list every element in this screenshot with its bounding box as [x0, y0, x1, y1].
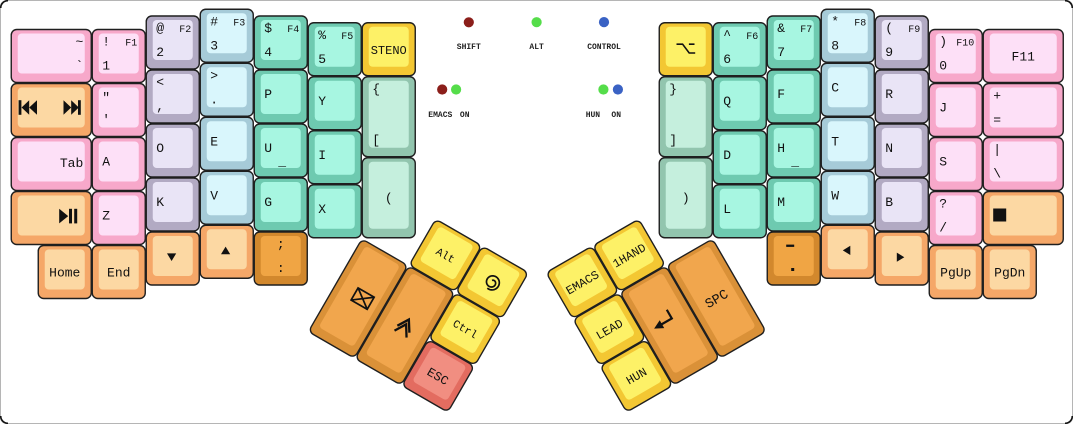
svg-text:A: A: [102, 155, 110, 170]
svg-text:F1: F1: [125, 39, 137, 50]
svg-text:(: (: [885, 21, 893, 36]
svg-text:N: N: [885, 141, 893, 156]
svg-text:$: $: [264, 21, 272, 36]
svg-text:F2: F2: [179, 25, 191, 36]
svg-text:O: O: [156, 141, 164, 156]
svg-text:PgUp: PgUp: [940, 266, 971, 281]
svg-text:P: P: [264, 87, 272, 102]
svg-text:F8: F8: [854, 18, 866, 29]
svg-text:Home: Home: [49, 266, 80, 281]
svg-text:ON: ON: [611, 111, 621, 120]
svg-text:STENO: STENO: [371, 44, 407, 58]
svg-text:F7: F7: [800, 25, 812, 36]
svg-text:L: L: [723, 202, 731, 217]
svg-text:,: ,: [156, 99, 164, 114]
svg-text:#: #: [210, 14, 218, 29]
svg-text:D: D: [723, 148, 731, 163]
svg-text:': ': [102, 113, 110, 128]
svg-text:*: *: [831, 14, 839, 29]
svg-text:(: (: [385, 191, 393, 206]
svg-text:V: V: [210, 188, 218, 203]
svg-text:+: +: [993, 89, 1001, 104]
svg-text:ON: ON: [460, 111, 470, 120]
svg-text:I: I: [318, 148, 326, 163]
svg-text:6: 6: [723, 52, 731, 67]
svg-text:4: 4: [264, 45, 272, 60]
svg-text:T: T: [831, 134, 839, 149]
svg-text:M: M: [777, 195, 785, 210]
svg-text:R: R: [885, 87, 893, 102]
svg-text:!: !: [102, 35, 110, 50]
svg-text:F: F: [777, 87, 785, 102]
svg-text:;: ;: [277, 237, 285, 252]
svg-text:H: H: [777, 141, 785, 156]
svg-text:End: End: [107, 266, 130, 281]
svg-text:&: &: [777, 21, 785, 36]
svg-text:HUN: HUN: [586, 111, 601, 120]
svg-text:<: <: [156, 75, 164, 90]
svg-text:F6: F6: [746, 32, 758, 43]
svg-text:): ): [682, 191, 690, 206]
svg-text:C: C: [831, 80, 839, 95]
svg-text:\: \: [993, 167, 1001, 182]
svg-text:|: |: [993, 143, 1001, 158]
svg-text:0: 0: [939, 59, 947, 74]
svg-text:~: ~: [75, 35, 83, 50]
svg-text:U: U: [264, 141, 272, 156]
svg-text:/: /: [939, 221, 947, 236]
svg-text:1: 1: [102, 59, 110, 74]
svg-text:W: W: [831, 188, 839, 203]
svg-text:_: _: [790, 154, 799, 169]
svg-text:5: 5: [318, 52, 326, 67]
svg-text::: :: [277, 261, 285, 276]
svg-text:E: E: [210, 134, 218, 149]
svg-text:): ): [939, 35, 947, 50]
svg-text:`: `: [75, 59, 83, 74]
svg-text:}: }: [669, 82, 677, 97]
svg-text:Tab: Tab: [60, 156, 83, 171]
svg-text:F11: F11: [1012, 50, 1036, 65]
svg-text:2: 2: [156, 45, 164, 60]
svg-text:7: 7: [777, 45, 785, 60]
svg-text:?: ?: [939, 197, 947, 212]
svg-text:F3: F3: [233, 18, 245, 29]
svg-text:PgDn: PgDn: [994, 266, 1025, 281]
svg-text:8: 8: [831, 38, 839, 53]
svg-text:=: =: [993, 113, 1001, 128]
svg-text:.: .: [210, 92, 218, 107]
svg-text:J: J: [939, 101, 947, 116]
svg-text:F9: F9: [908, 25, 920, 36]
svg-text:ALT: ALT: [529, 43, 544, 52]
svg-text:3: 3: [210, 38, 218, 53]
svg-text:CONTROL: CONTROL: [587, 43, 621, 52]
svg-text:S: S: [939, 155, 947, 170]
svg-text:EMACS: EMACS: [428, 111, 452, 120]
svg-text:Q: Q: [723, 94, 731, 109]
svg-text:B: B: [885, 195, 893, 210]
svg-text:Y: Y: [318, 94, 326, 109]
svg-text:Z: Z: [102, 209, 110, 224]
svg-text:[: [: [372, 133, 380, 148]
svg-text:_: _: [277, 154, 286, 169]
svg-text:]: ]: [669, 133, 677, 148]
svg-text:K: K: [156, 195, 164, 210]
svg-text:F4: F4: [287, 25, 299, 36]
svg-text:G: G: [264, 195, 272, 210]
svg-text:^: ^: [723, 28, 731, 43]
svg-text:@: @: [156, 21, 164, 36]
svg-text:F5: F5: [341, 32, 353, 43]
svg-text:X: X: [318, 202, 326, 217]
svg-text:>: >: [210, 68, 218, 83]
svg-text:%: %: [318, 28, 326, 43]
svg-text:SHIFT: SHIFT: [457, 43, 481, 52]
svg-text:{: {: [372, 82, 380, 97]
svg-text:F10: F10: [956, 39, 974, 50]
svg-text:": ": [102, 91, 110, 106]
svg-text:9: 9: [885, 45, 893, 60]
